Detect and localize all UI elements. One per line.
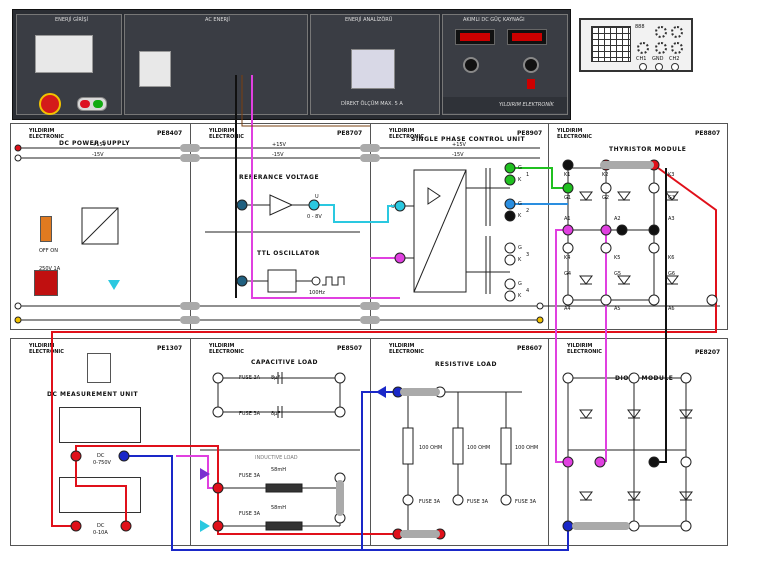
osc-knob-3[interactable] — [637, 42, 649, 54]
analyzer-display — [351, 49, 395, 89]
energy-input-panel: ENERJİ GİRİŞİ — [16, 14, 122, 115]
ac-energy-panel: AC ENERJİ — [124, 14, 308, 115]
osc-knob-4[interactable] — [655, 42, 667, 54]
energy-analyzer-panel: ENERJİ ANALİZÖRÜ DİREKT ÖLÇÜM MAX. 5 A — [310, 14, 440, 115]
start-stop-buttons[interactable] — [77, 97, 107, 111]
power-switch[interactable] — [40, 216, 52, 242]
osc-ch2-jack[interactable] — [671, 63, 679, 71]
dc-source-switch[interactable] — [527, 79, 535, 89]
osc-gnd-label: GND — [652, 56, 664, 62]
brand-plate: YILDIRIM ELEKTRONİK — [443, 97, 567, 113]
module-resistive-load: YILDIRIM ELECTRONIC PE8607 RESISTIVE LOA… — [370, 338, 550, 546]
energy-analyzer-title: ENERJİ ANALİZÖRÜ — [345, 17, 393, 23]
resistive-input-arrow-icon — [376, 386, 386, 398]
module-thyristor: YILDIRIM ELECTRONIC PE8807 THYRISTOR MOD… — [548, 123, 728, 330]
analyzer-warning: DİREKT ÖLÇÜM MAX. 5 A — [341, 101, 403, 107]
osc-knob-2[interactable] — [671, 26, 683, 38]
osc-knob-1[interactable] — [655, 26, 667, 38]
dc-source-title: AKIMLI DC GÜÇ KAYNAĞI — [463, 17, 525, 23]
voltmeter-display — [59, 407, 141, 443]
oscilloscope-screen — [591, 26, 631, 62]
inductive-input-arrow-icon-1 — [200, 468, 210, 480]
osc-ch1-label: CH1 — [636, 56, 647, 62]
dc-meter-small-display — [87, 353, 111, 383]
osc-888-label: 888 — [635, 24, 645, 30]
osc-gnd-jack[interactable] — [655, 63, 663, 71]
dc-source-panel: AKIMLI DC GÜÇ KAYNAĞI YILDIRIM ELEKTRONİ… — [442, 14, 568, 115]
fuse-holder[interactable] — [34, 270, 58, 296]
dc-source-knob-2[interactable] — [523, 57, 539, 73]
inductive-input-arrow-icon-2 — [200, 520, 210, 532]
circuit-breaker[interactable] — [35, 35, 93, 73]
dc-source-display-2 — [507, 29, 547, 45]
ac-energy-title: AC ENERJİ — [205, 17, 230, 23]
oscilloscope: 888 CH1 GND CH2 — [579, 18, 693, 72]
osc-knob-5[interactable] — [671, 42, 683, 54]
osc-ch2-label: CH2 — [669, 56, 680, 62]
emergency-stop-button[interactable] — [39, 93, 61, 115]
dc-source-knob-1[interactable] — [463, 57, 479, 73]
dc-output-arrow-icon — [108, 280, 120, 290]
three-phase-breaker[interactable] — [139, 51, 171, 87]
energy-input-title: ENERJİ GİRİŞİ — [55, 17, 89, 23]
osc-ch1-jack[interactable] — [639, 63, 647, 71]
ammeter-display — [59, 477, 141, 513]
module-dc-measurement: YILDIRIM ELECTRONIC PE1307 DC MEASUREMEN… — [10, 338, 192, 546]
dc-source-display-1 — [455, 29, 495, 45]
